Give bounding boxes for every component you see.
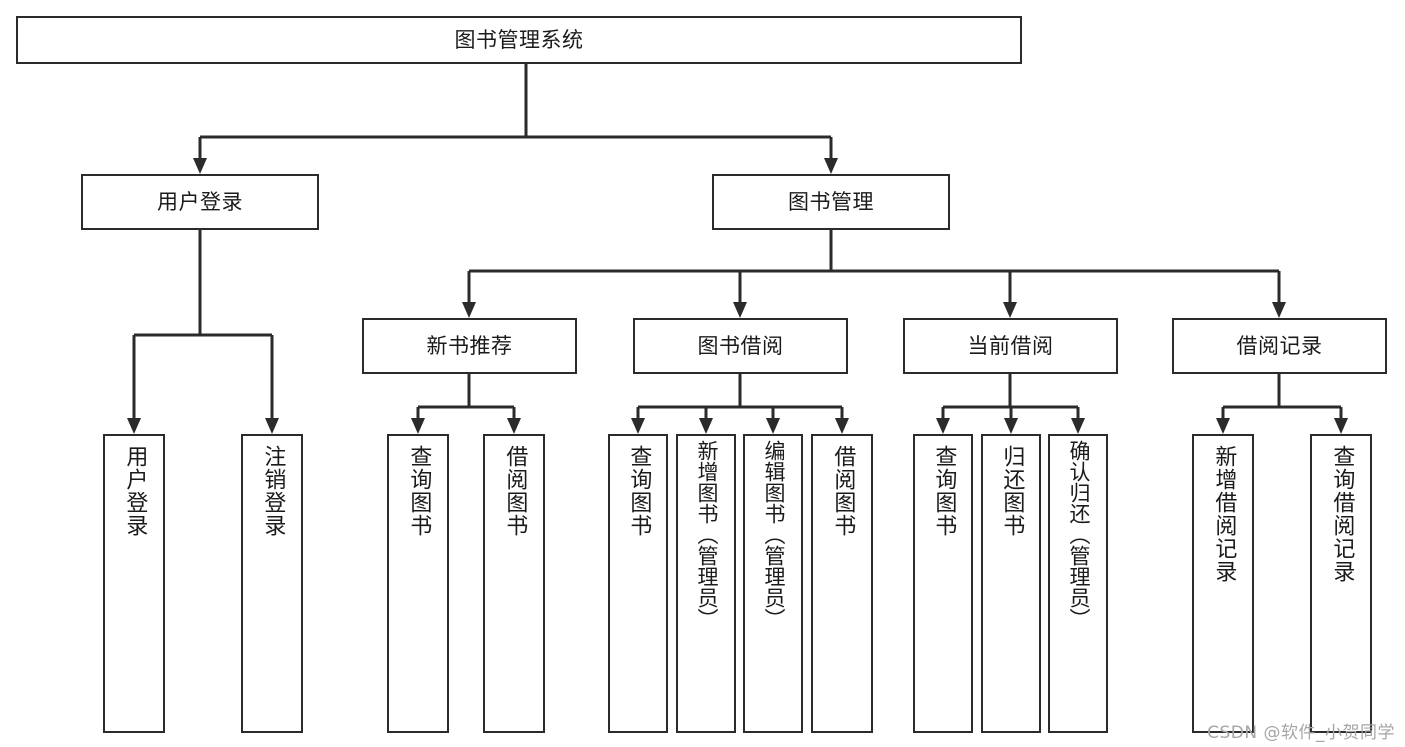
- node-leaf-borrow-book-2[interactable]: 借阅图书: [811, 434, 873, 733]
- node-book-borrow[interactable]: 图书借阅: [633, 318, 848, 374]
- sub-arrow-1-1-head: [699, 418, 713, 434]
- node-leaf-add-record-label: 新增借阅记录: [1211, 445, 1237, 583]
- node-leaf-add-book-label: 新增图书（管理员）: [694, 440, 719, 629]
- node-current-borrow-label: 当前借阅: [967, 333, 1054, 358]
- book-manage-arrow-1-head: [733, 302, 747, 318]
- sub-arrow-0-1-head: [507, 418, 521, 434]
- node-leaf-query-record[interactable]: 查询借阅记录: [1310, 434, 1372, 733]
- book-manage-arrow-2-head: [1003, 302, 1017, 318]
- node-book-manage-label: 图书管理: [788, 189, 874, 214]
- sub-arrow-1-0-head: [631, 418, 645, 434]
- node-leaf-logout-label: 注销登录: [260, 445, 286, 537]
- node-leaf-edit-book-label: 编辑图书（管理员）: [761, 440, 786, 629]
- sub-arrow-2-2-head: [1071, 418, 1085, 434]
- sub-arrow-2-1-head: [1004, 418, 1018, 434]
- node-leaf-borrow-book-2-label: 借阅图书: [830, 445, 856, 537]
- node-leaf-query-book-1[interactable]: 查询图书: [387, 434, 449, 733]
- node-leaf-borrow-book-1[interactable]: 借阅图书: [483, 434, 545, 733]
- node-leaf-query-book-2-label: 查询图书: [626, 445, 652, 537]
- node-user-login-label: 用户登录: [157, 189, 243, 214]
- book-manage-arrow-3-head: [1272, 302, 1286, 318]
- sub-arrow-1-3-head: [835, 418, 849, 434]
- node-leaf-return-book[interactable]: 归还图书: [981, 434, 1041, 733]
- node-leaf-user-login[interactable]: 用户登录: [103, 434, 165, 733]
- node-root-system[interactable]: 图书管理系统: [16, 16, 1022, 64]
- node-borrow-record-label: 借阅记录: [1236, 333, 1323, 358]
- node-leaf-user-login-label: 用户登录: [122, 445, 148, 537]
- node-leaf-confirm-return[interactable]: 确认归还（管理员）: [1048, 434, 1108, 733]
- node-leaf-confirm-return-label: 确认归还（管理员）: [1066, 440, 1091, 629]
- node-root-system-label: 图书管理系统: [454, 27, 584, 52]
- node-leaf-edit-book[interactable]: 编辑图书（管理员）: [743, 434, 803, 733]
- node-new-book-rec-label: 新书推荐: [426, 333, 513, 358]
- user-login-arrow-1-head: [265, 418, 279, 434]
- node-leaf-return-book-label: 归还图书: [999, 445, 1025, 537]
- node-leaf-add-book[interactable]: 新增图书（管理员）: [676, 434, 736, 733]
- node-leaf-borrow-book-1-label: 借阅图书: [502, 445, 528, 537]
- node-user-login[interactable]: 用户登录: [81, 174, 319, 230]
- node-new-book-rec[interactable]: 新书推荐: [362, 318, 577, 374]
- root-arrow-1-head: [824, 158, 838, 174]
- sub-arrow-1-2-head: [766, 418, 780, 434]
- node-leaf-query-book-2[interactable]: 查询图书: [608, 434, 668, 733]
- user-login-arrow-0-head: [127, 418, 141, 434]
- node-book-manage[interactable]: 图书管理: [712, 174, 950, 230]
- node-current-borrow[interactable]: 当前借阅: [903, 318, 1118, 374]
- sub-arrow-3-0-head: [1216, 418, 1230, 434]
- watermark-text: CSDN @软件_小贺同学: [1207, 723, 1395, 743]
- node-leaf-add-record[interactable]: 新增借阅记录: [1192, 434, 1254, 733]
- node-borrow-record[interactable]: 借阅记录: [1172, 318, 1387, 374]
- node-leaf-logout[interactable]: 注销登录: [241, 434, 303, 733]
- sub-arrow-2-0-head: [936, 418, 950, 434]
- sub-arrow-3-1-head: [1334, 418, 1348, 434]
- book-manage-arrow-0-head: [462, 302, 476, 318]
- node-leaf-query-record-label: 查询借阅记录: [1329, 445, 1355, 583]
- root-arrow-0-head: [193, 158, 207, 174]
- node-book-borrow-label: 图书借阅: [697, 333, 784, 358]
- node-leaf-query-book-1-label: 查询图书: [406, 445, 432, 537]
- sub-arrow-0-0-head: [411, 418, 425, 434]
- node-leaf-query-book-3-label: 查询图书: [931, 445, 957, 537]
- node-leaf-query-book-3[interactable]: 查询图书: [913, 434, 973, 733]
